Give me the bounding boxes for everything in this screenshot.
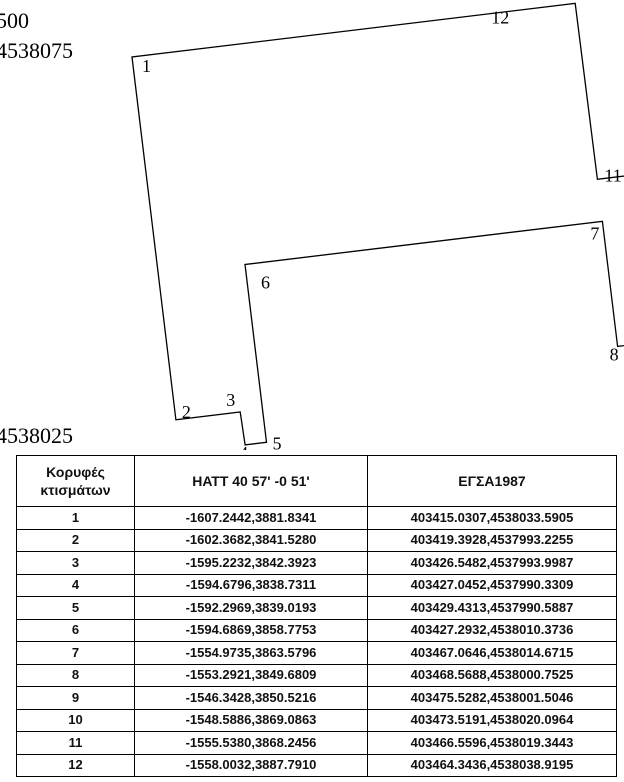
cell-hatt-coordinates: -1546.3428,3850.5216 bbox=[134, 686, 368, 710]
cell-egsa-coordinates: 403468.5688,4538000.7525 bbox=[367, 663, 617, 687]
cell-vertex-number: 11 bbox=[16, 731, 135, 755]
cell-vertex-number: 9 bbox=[16, 686, 135, 710]
cell-vertex-number: 7 bbox=[16, 641, 135, 665]
cell-egsa-coordinates: 403419.3928,4537993.2255 bbox=[367, 528, 617, 552]
cell-vertex-number: 2 bbox=[16, 528, 135, 552]
cell-vertex-number: 6 bbox=[16, 618, 135, 642]
vertex-label: 1 bbox=[142, 56, 151, 76]
vertex-label: 3 bbox=[226, 390, 235, 410]
cell-vertex-number: 5 bbox=[16, 596, 135, 620]
vertex-label: 12 bbox=[491, 7, 509, 27]
cell-hatt-coordinates: -1595.2232,3842.3923 bbox=[134, 551, 368, 575]
cell-egsa-coordinates: 403475.5282,4538001.5046 bbox=[367, 686, 617, 710]
header-hatt: ΗΑΤΤ 40 57' -0 51' bbox=[134, 455, 368, 507]
vertex-label: 8 bbox=[610, 344, 619, 364]
vertex-label: 7 bbox=[590, 223, 599, 243]
vertex-label: 11 bbox=[604, 165, 621, 185]
cell-vertex-number: 3 bbox=[16, 551, 135, 575]
cell-egsa-coordinates: 403464.3436,4538038.9195 bbox=[367, 753, 617, 777]
building-outline-diagram: 123456789101112 bbox=[131, 2, 624, 450]
cell-vertex-number: 10 bbox=[16, 708, 135, 732]
coordinate-label-top-x: 500 bbox=[0, 8, 29, 33]
cell-hatt-coordinates: -1558.0032,3887.7910 bbox=[134, 753, 368, 777]
cell-hatt-coordinates: -1554.9735,3863.5796 bbox=[134, 641, 368, 665]
vertex-label: 6 bbox=[261, 273, 270, 293]
cell-vertex-number: 1 bbox=[16, 506, 135, 530]
header-vertices: Κορυφές κτισμάτων bbox=[16, 455, 135, 507]
cell-hatt-coordinates: -1548.5886,3869.0863 bbox=[134, 708, 368, 732]
cell-egsa-coordinates: 403427.2932,4538010.3736 bbox=[367, 618, 617, 642]
vertex-label: 4 bbox=[239, 443, 248, 450]
cell-egsa-coordinates: 403467.0646,4538014.6715 bbox=[367, 641, 617, 665]
cell-hatt-coordinates: -1607.2442,3881.8341 bbox=[134, 506, 368, 530]
table-header-row: Κορυφές κτισμάτων ΗΑΤΤ 40 57' -0 51' ΕΓΣ… bbox=[16, 455, 617, 507]
vertex-label: 5 bbox=[273, 433, 282, 450]
cell-egsa-coordinates: 403429.4313,4537990.5887 bbox=[367, 596, 617, 620]
cell-egsa-coordinates: 403426.5482,4537993.9987 bbox=[367, 551, 617, 575]
cell-egsa-coordinates: 403427.0452,4537990.3309 bbox=[367, 573, 617, 597]
coordinate-label-bottom-y: 4538025 bbox=[0, 423, 73, 448]
building-outline bbox=[131, 2, 624, 446]
vertex-coordinate-table: Κορυφές κτισμάτων ΗΑΤΤ 40 57' -0 51' ΕΓΣ… bbox=[16, 455, 617, 777]
cell-hatt-coordinates: -1553.2921,3849.6809 bbox=[134, 663, 368, 687]
cell-vertex-number: 8 bbox=[16, 663, 135, 687]
cell-hatt-coordinates: -1594.6796,3838.7311 bbox=[134, 573, 368, 597]
vertex-label: 2 bbox=[182, 402, 191, 422]
cell-egsa-coordinates: 403466.5596,4538019.3443 bbox=[367, 731, 617, 755]
cell-egsa-coordinates: 403473.5191,4538020.0964 bbox=[367, 708, 617, 732]
coordinate-label-top-y: 4538075 bbox=[0, 38, 73, 63]
cell-egsa-coordinates: 403415.0307,4538033.5905 bbox=[367, 506, 617, 530]
cell-hatt-coordinates: -1555.5380,3868.2456 bbox=[134, 731, 368, 755]
cell-vertex-number: 4 bbox=[16, 573, 135, 597]
cell-vertex-number: 12 bbox=[16, 753, 135, 777]
vertex-labels: 123456789101112 bbox=[142, 7, 622, 450]
header-egsa: ΕΓΣΑ1987 bbox=[367, 455, 617, 507]
cell-hatt-coordinates: -1594.6869,3858.7753 bbox=[134, 618, 368, 642]
cell-hatt-coordinates: -1592.2969,3839.0193 bbox=[134, 596, 368, 620]
cell-hatt-coordinates: -1602.3682,3841.5280 bbox=[134, 528, 368, 552]
